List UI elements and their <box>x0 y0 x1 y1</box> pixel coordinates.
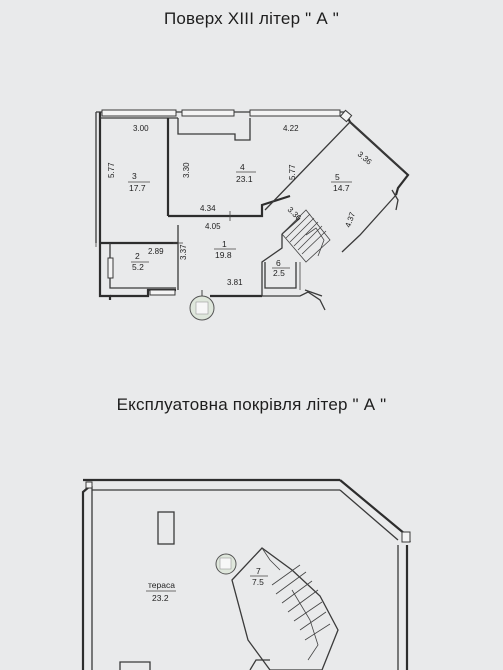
svg-text:7: 7 <box>256 566 261 576</box>
dim-r2-top: 2.89 <box>148 247 164 256</box>
svg-text:23.2: 23.2 <box>152 593 169 603</box>
dim-r4-bottom: 4.34 <box>200 204 216 213</box>
room-1-label: 1 19.8 <box>214 239 236 260</box>
roof-marker-icon <box>215 553 237 575</box>
roof-title: Експлуатовна покрівля літер " А " <box>116 395 387 414</box>
dim-r3-left: 5.77 <box>107 162 116 178</box>
dim-r4-left: 3.30 <box>182 162 191 178</box>
svg-text:19.8: 19.8 <box>215 250 232 260</box>
dim-r4-top: 4.22 <box>283 124 299 133</box>
room-5-label: 5 14.7 <box>331 172 352 193</box>
svg-text:14.7: 14.7 <box>333 183 350 193</box>
dim-r1-bottom: 3.81 <box>227 278 243 287</box>
svg-text:23.1: 23.1 <box>236 174 253 184</box>
roof-hatch <box>157 511 175 545</box>
svg-text:3: 3 <box>132 171 137 181</box>
room-7-label: 7 7.5 <box>250 566 268 587</box>
svg-text:1: 1 <box>222 239 227 249</box>
entrance-marker-icon <box>189 290 215 321</box>
floor-13-walls <box>95 109 410 311</box>
svg-text:6: 6 <box>276 258 281 268</box>
room-4-label: 4 23.1 <box>236 162 256 184</box>
svg-text:5: 5 <box>335 172 340 182</box>
svg-text:7.5: 7.5 <box>252 577 264 587</box>
roof-walls <box>81 478 411 670</box>
svg-text:2.5: 2.5 <box>273 268 285 278</box>
dim-r5-top: 3.36 <box>356 150 374 167</box>
svg-text:17.7: 17.7 <box>129 183 146 193</box>
stair-treads-13 <box>285 213 327 255</box>
dim-r5-right: 4.37 <box>343 210 357 228</box>
svg-text:тераса: тераса <box>148 580 175 590</box>
dim-r3-top: 3.00 <box>133 124 149 133</box>
dim-r1-top: 4.05 <box>205 222 221 231</box>
room-3-label: 3 17.7 <box>128 171 150 193</box>
room-2-label: 2 5.2 <box>131 251 149 272</box>
svg-text:5.2: 5.2 <box>132 262 144 272</box>
dim-diag: 3.36 <box>286 205 304 223</box>
svg-text:2: 2 <box>135 251 140 261</box>
floor-13-title: Поверх XIII літер " А " <box>163 9 340 28</box>
room-terrace-label: тераса 23.2 <box>146 580 176 603</box>
stair-treads-roof <box>271 564 331 641</box>
dim-r1-left: 3.37 <box>179 244 188 260</box>
svg-text:4: 4 <box>240 162 245 172</box>
room-6-label: 6 2.5 <box>272 258 290 278</box>
dim-r4-right: 5.77 <box>288 164 297 180</box>
